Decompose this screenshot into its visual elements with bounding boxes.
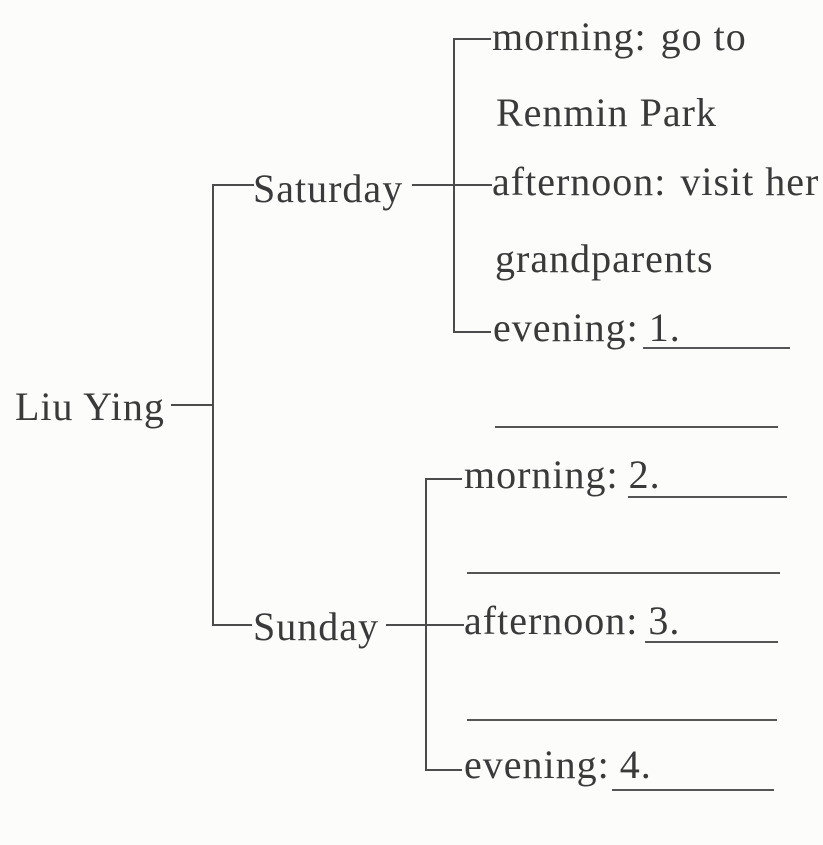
answer-blank-1-continuation-line[interactable] (495, 426, 778, 428)
answer-blank-2-line[interactable] (628, 496, 787, 498)
saturday-afternoon-value-line1: visit her (680, 159, 820, 204)
sunday-afternoon-blank-number: 3. (648, 598, 681, 643)
root-label: Liu Ying (15, 384, 165, 429)
saturday-items-bracket-vertical-line (453, 38, 455, 333)
answer-blank-1-line[interactable] (643, 347, 790, 349)
sunday-afternoon-label: afternoon: (464, 598, 639, 643)
sunday-morning-label: morning: (464, 452, 619, 497)
saturday-morning-item: morning: go to (492, 16, 747, 58)
answer-blank-3-line[interactable] (645, 641, 778, 643)
sunday-evening-label: evening: (464, 742, 610, 787)
saturday-evening-label: evening: (493, 305, 639, 350)
saturday-evening-blank-number: 1. (648, 305, 681, 350)
saturday-afternoon-value-line2: grandparents (495, 236, 714, 281)
saturday-morning-value-line1: go to (660, 14, 747, 59)
sunday-items-bracket-vertical-line (425, 478, 427, 771)
answer-blank-3-continuation-line[interactable] (467, 719, 777, 721)
saturday-morning-label: morning: (492, 14, 647, 59)
sunday-morning-item: morning: 2. (464, 454, 661, 496)
saturday-morning-value-line2: Renmin Park (496, 90, 717, 135)
sunday-afternoon-item: afternoon: 3. (464, 600, 680, 642)
branch-label-saturday: Saturday (253, 166, 404, 211)
saturday-evening-item: evening: 1. (493, 307, 681, 349)
answer-blank-4-line[interactable] (612, 789, 774, 791)
saturday-to-items-line (412, 184, 492, 186)
answer-blank-2-continuation-line[interactable] (467, 572, 780, 574)
main-bracket-vertical-line (212, 184, 214, 626)
root-connector-line (171, 404, 214, 406)
sunday-morning-blank-number: 2. (628, 452, 661, 497)
saturday-afternoon-label: afternoon: (492, 159, 667, 204)
saturday-evening-tick-line (453, 331, 491, 333)
saturday-branch-line (212, 184, 254, 186)
sunday-evening-tick-line (425, 769, 462, 771)
saturday-afternoon-item: afternoon: visit her (492, 161, 819, 203)
sunday-morning-tick-line (425, 478, 462, 480)
sunday-evening-item: evening: 4. (464, 744, 652, 786)
saturday-morning-tick-line (453, 38, 491, 40)
sunday-evening-blank-number: 4. (619, 742, 652, 787)
sunday-branch-line (212, 624, 252, 626)
branch-label-sunday: Sunday (253, 604, 379, 649)
